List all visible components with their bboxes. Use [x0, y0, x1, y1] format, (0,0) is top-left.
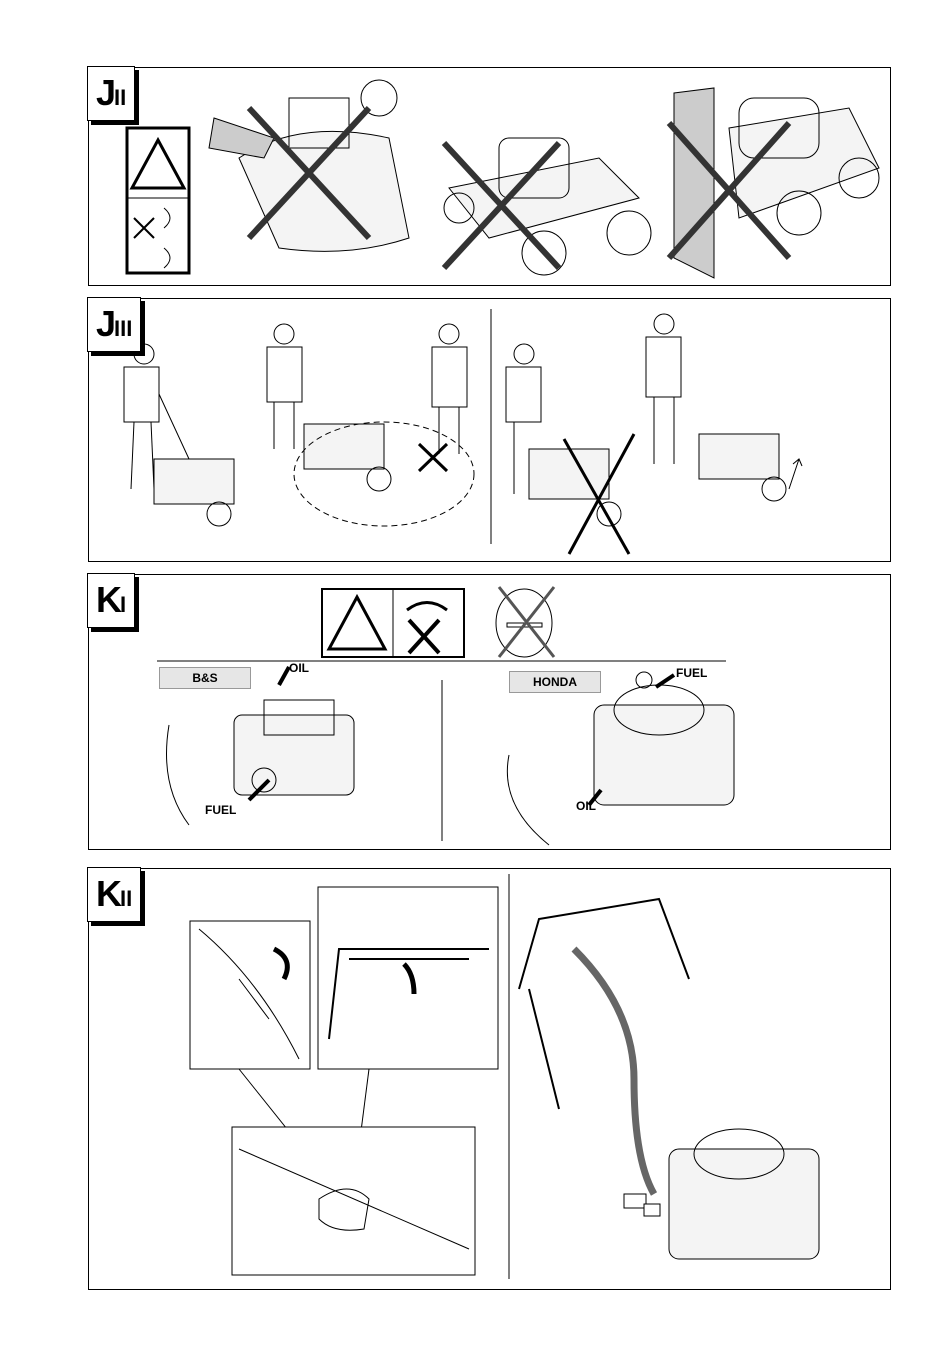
section-k2: KII	[87, 867, 891, 1290]
fuel-arrow-icon	[654, 673, 676, 689]
honda-oil-label: OIL	[576, 799, 596, 813]
cable-icon	[571, 946, 658, 1196]
warning-sign-panel	[125, 126, 191, 275]
section-k1: B&S OIL FUEL HONDA FUEL OIL KI	[87, 573, 891, 850]
bystander-figure	[431, 323, 468, 454]
mower-foot-drawing	[673, 87, 880, 279]
arrow-up-icon	[272, 946, 290, 981]
bs-engine-drawing	[166, 699, 355, 826]
bs-oil-label: OIL	[289, 661, 309, 675]
operator-figure	[645, 313, 682, 464]
detail-lever-box	[189, 920, 311, 1070]
k1-illustrations	[157, 586, 735, 846]
tag-letter: K	[96, 579, 122, 620]
section-tag-k1: KI	[87, 573, 136, 628]
fuel-arrow-icon	[247, 778, 271, 802]
detail-bar-box	[317, 886, 499, 1070]
detail-hand-box	[231, 1126, 476, 1276]
mower-front-drawing	[443, 137, 652, 276]
section-j3: JIII	[87, 297, 891, 562]
j2-illustrations	[125, 79, 880, 279]
handle-drawing	[198, 928, 300, 1060]
section-tag-j2: JII	[87, 66, 136, 121]
arrow-up-icon	[788, 458, 803, 490]
bs-fuel-label: FUEL	[205, 803, 237, 817]
tag-subscript: II	[114, 85, 127, 110]
honda-fuel-label: FUEL	[676, 666, 708, 680]
warning-triangle-icon	[129, 136, 187, 190]
k2-illustrations	[189, 874, 820, 1279]
handle-bar-drawing	[328, 948, 489, 1040]
rotating-blade-icon	[163, 207, 171, 269]
fire-warning-icon	[326, 593, 388, 651]
j3-illustrations	[123, 309, 803, 555]
safety-zone-outline	[293, 421, 475, 527]
tag-subscript: I	[120, 592, 127, 617]
honda-engine-drawing	[506, 671, 735, 846]
tag-letter: K	[96, 873, 122, 914]
prohibited-x-icon	[666, 121, 792, 260]
arrow-up-icon	[402, 962, 417, 995]
bs-brand-badge: B&S	[159, 667, 251, 689]
section-tag-j3: JIII	[87, 297, 142, 352]
prohibited-x-icon	[417, 442, 449, 473]
oil-arrow-icon	[277, 666, 291, 686]
mower-drawing	[303, 423, 392, 492]
prohibited-x-icon	[562, 433, 636, 555]
operator-figure	[505, 343, 542, 494]
prohibited-x-icon	[497, 586, 556, 658]
section-j2: JII	[87, 66, 891, 286]
tag-letter: J	[96, 72, 116, 113]
tag-subscript: II	[120, 886, 133, 911]
mower-open-chute-drawing	[208, 79, 410, 252]
no-smoking-icon	[495, 588, 553, 658]
section-tag-k2: KII	[87, 867, 142, 922]
hand-drawing	[238, 1148, 470, 1250]
honda-brand-badge: HONDA	[509, 671, 601, 693]
fuel-nozzle-icon	[406, 601, 448, 612]
prohibited-x-icon	[246, 105, 372, 241]
mower-drawing	[153, 393, 235, 527]
no-fire-x-icon	[407, 618, 441, 655]
mower-drawing	[698, 433, 787, 502]
prohibited-x-icon	[441, 140, 562, 271]
operator-figure	[266, 323, 303, 449]
mower-cable-drawing	[518, 897, 820, 1260]
tag-letter: J	[96, 303, 116, 344]
tag-subscript: III	[114, 316, 133, 341]
oil-arrow-icon	[587, 788, 603, 807]
